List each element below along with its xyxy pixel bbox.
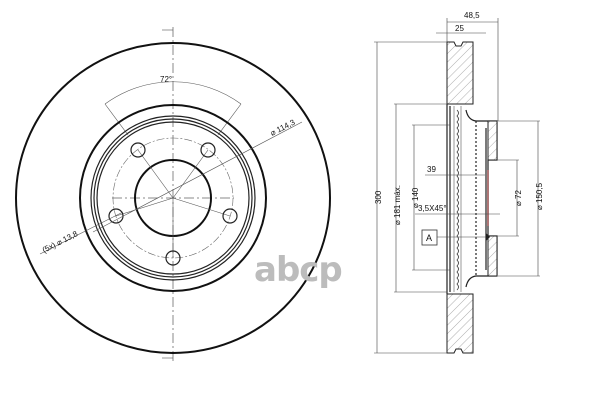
disc-outer-edge: [15, 42, 331, 354]
bolt-hole-label: (5x) ⌀ 13,8: [41, 229, 80, 255]
diameter-140-label: ⌀ 140: [411, 187, 420, 208]
hub-ring-3: [93, 118, 253, 278]
front-view: 72° ⌀ 114,3 (5x) ⌀ 1: [15, 27, 331, 362]
bolt-hole: [130, 142, 146, 158]
center-bore-label: ⌀ 72: [514, 190, 523, 206]
disc-cheek-bottom: [446, 293, 474, 354]
bolt-hole: [200, 142, 216, 158]
depth-label: 39: [427, 165, 436, 174]
max-diameter-label: ⌀ 181 máx.: [393, 185, 402, 225]
overall-width-label: 48,5: [464, 11, 480, 20]
bolt-circle-leader: [92, 121, 303, 233]
angle-label: 72°: [160, 75, 172, 84]
watermark: abcp: [254, 250, 342, 290]
chamfer-label: 3,5X45°: [418, 204, 447, 213]
datum-label: A: [426, 233, 432, 243]
vent-profile: [456, 109, 459, 291]
radial-lines: [115, 149, 231, 258]
disc-cheek-top: [446, 41, 474, 105]
section-view: 48,5 25 300 ⌀ 181 máx. ⌀ 140 39 3,5X45° …: [374, 11, 544, 354]
hub-outer-ring: [79, 104, 267, 292]
bolt-hole: [222, 208, 238, 224]
bolt-circle-label: ⌀ 114,3: [269, 117, 297, 137]
hat-diameter-label: ⌀ 150,5: [535, 182, 544, 210]
bolt-hole-leader: [39, 211, 124, 255]
bolt-hole: [165, 250, 181, 266]
disc-thickness-label: 25: [455, 24, 464, 33]
hub-ring-4: [96, 121, 250, 275]
hub-ring-2: [90, 115, 256, 281]
outer-diameter-label: 300: [374, 190, 383, 204]
datum-box: [421, 229, 438, 246]
angle-arc: [104, 81, 242, 105]
datum-arrow-icon: [486, 233, 490, 241]
